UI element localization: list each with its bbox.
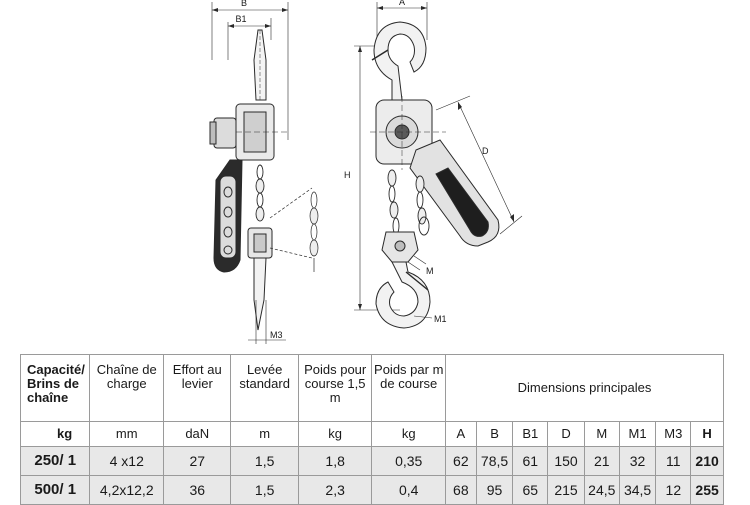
unit-weight-per-m: kg — [371, 421, 446, 447]
cell-B1: 61 — [512, 446, 549, 476]
cell-lift: 1,5 — [230, 446, 299, 476]
unit-capacity: kg — [19, 421, 91, 447]
cell-B1: 65 — [512, 475, 549, 505]
label-M: M — [426, 266, 434, 276]
cell-weight-course: 2,3 — [297, 475, 373, 505]
cell-D: 150 — [547, 446, 585, 476]
header-weight-per-m: Poids par m de course — [371, 354, 446, 422]
label-M1: M1 — [434, 314, 447, 324]
cell-effort: 27 — [163, 446, 232, 476]
dim-header-D: D — [547, 421, 585, 447]
header-weight-course: Poids pour course 1,5 m — [297, 354, 373, 422]
cell-B: 95 — [475, 475, 514, 505]
cell-B: 78,5 — [475, 446, 514, 476]
units-row: kg mm daN m kg kg A B B1 D M M1 M3 H — [19, 421, 724, 447]
label-B1: B1 — [235, 14, 246, 24]
cell-weight-per-m: 0,35 — [371, 446, 446, 476]
cell-H: 210 — [690, 446, 724, 476]
dim-header-A: A — [445, 421, 477, 447]
cell-capacity: 500/ 1 — [19, 475, 91, 505]
dim-header-M: M — [583, 421, 620, 447]
cell-M3: 11 — [655, 446, 692, 476]
side-view — [209, 2, 319, 344]
label-H: H — [344, 170, 351, 180]
unit-chain: mm — [89, 421, 165, 447]
cell-chain: 4,2x12,2 — [89, 475, 165, 505]
cell-effort: 36 — [163, 475, 232, 505]
table-row: 250/ 1 4 x12 27 1,5 1,8 0,35 62 78,5 61 … — [19, 446, 724, 476]
dim-header-B: B — [475, 421, 514, 447]
cell-capacity: 250/ 1 — [19, 446, 91, 476]
dim-header-M3: M3 — [655, 421, 692, 447]
cell-D: 215 — [547, 475, 585, 505]
header-capacity: Capacité/ Brins de chaîne — [19, 354, 91, 422]
header-effort: Effort au levier — [163, 354, 232, 422]
cell-M: 21 — [583, 446, 620, 476]
cell-M1: 34,5 — [618, 475, 657, 505]
cell-M3: 12 — [655, 475, 692, 505]
unit-lift: m — [230, 421, 299, 447]
header-chain: Chaîne de charge — [89, 354, 165, 422]
label-M3: M3 — [270, 330, 283, 340]
header-lift: Levée standard — [230, 354, 299, 422]
unit-weight-course: kg — [297, 421, 373, 447]
cell-weight-per-m: 0,4 — [371, 475, 446, 505]
header-dimensions: Dimensions principales — [445, 354, 724, 422]
cell-chain: 4 x12 — [89, 446, 165, 476]
cell-M1: 32 — [618, 446, 657, 476]
label-D: D — [482, 146, 489, 156]
cell-lift: 1,5 — [230, 475, 299, 505]
spec-table: Capacité/ Brins de chaîne Chaîne de char… — [19, 354, 724, 505]
cell-weight-course: 1,8 — [297, 446, 373, 476]
dim-header-M1: M1 — [618, 421, 657, 447]
cell-A: 68 — [445, 475, 477, 505]
header-row: Capacité/ Brins de chaîne Chaîne de char… — [19, 354, 724, 422]
front-view — [354, 2, 523, 329]
label-A: A — [399, 0, 405, 7]
cell-H: 255 — [690, 475, 724, 505]
dim-header-B1: B1 — [512, 421, 549, 447]
cell-A: 62 — [445, 446, 477, 476]
cell-M: 24,5 — [583, 475, 620, 505]
label-B: B — [241, 0, 247, 8]
unit-effort: daN — [163, 421, 232, 447]
table-row: 500/ 1 4,2x12,2 36 1,5 2,3 0,4 68 95 65 … — [19, 475, 724, 505]
technical-drawing: B B1 A H D M M1 M3 — [209, 0, 523, 344]
dim-header-H: H — [690, 421, 724, 447]
